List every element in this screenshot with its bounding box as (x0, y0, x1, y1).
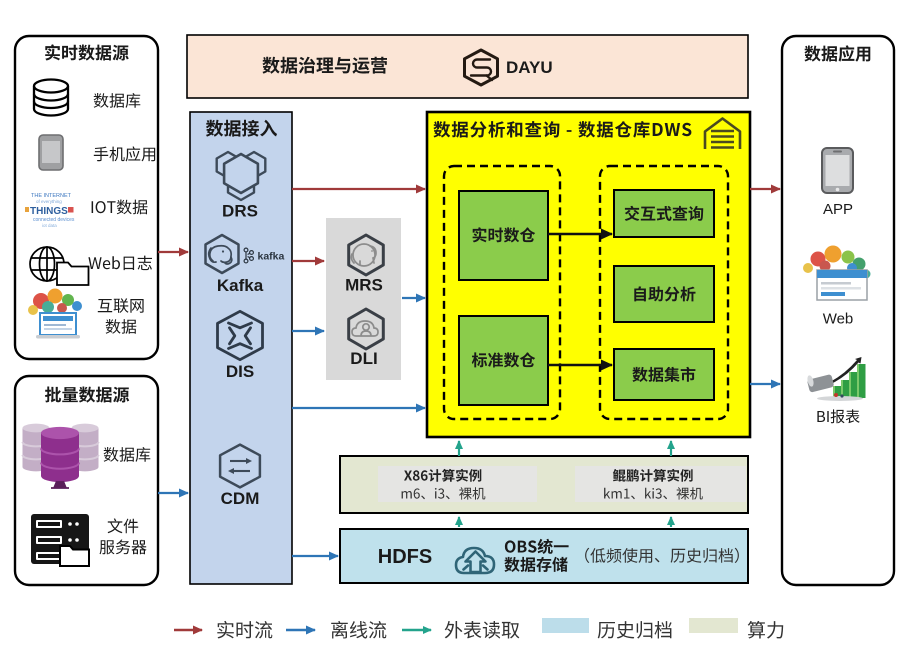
svg-text:HDFS: HDFS (378, 546, 432, 568)
svg-text:APP: APP (823, 201, 853, 218)
svg-text:DAYU: DAYU (506, 58, 553, 77)
svg-text:DIS: DIS (226, 362, 254, 381)
svg-text:MRS: MRS (345, 276, 383, 295)
svg-text:of everything: of everything (36, 199, 62, 204)
svg-text:DRS: DRS (222, 202, 258, 221)
svg-text:THE INTERNET: THE INTERNET (31, 193, 72, 199)
svg-text:kafka: kafka (258, 251, 285, 263)
svg-text:CDM: CDM (221, 489, 260, 508)
svg-text:DLI: DLI (350, 349, 377, 368)
svg-text:THINGS: THINGS (30, 206, 68, 217)
svg-text:iot data: iot data (42, 223, 57, 228)
svg-text:connected devices: connected devices (33, 217, 75, 223)
svg-text:Kafka: Kafka (217, 276, 264, 295)
svg-text:Web: Web (823, 311, 854, 328)
